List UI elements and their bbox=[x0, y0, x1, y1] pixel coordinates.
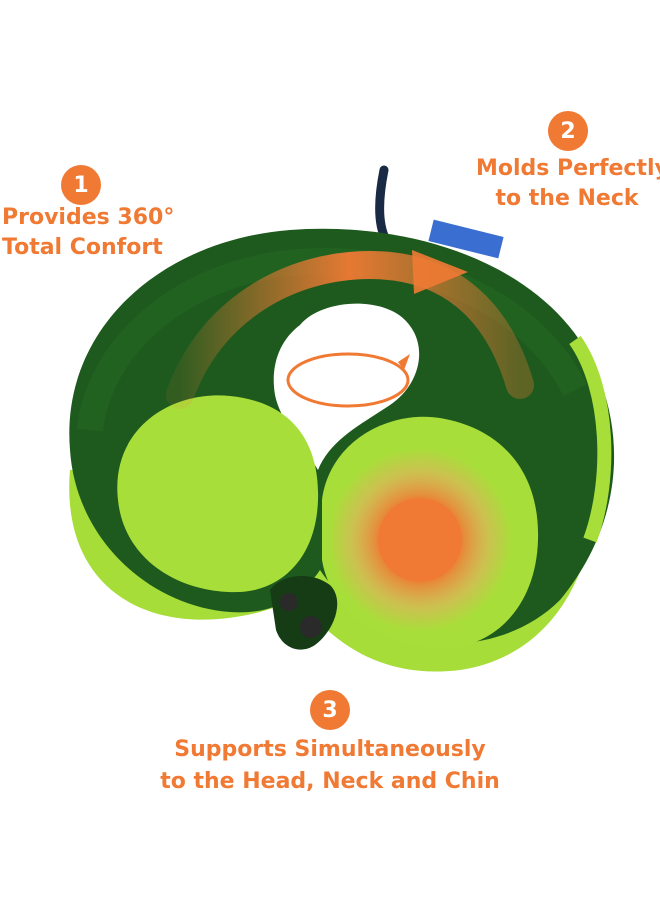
feature-3-line-1: Supports Simultaneously bbox=[174, 737, 486, 762]
label-tag bbox=[428, 219, 504, 259]
pillow-opening bbox=[273, 303, 420, 470]
feature-1-line-1: Provides 360° bbox=[2, 205, 175, 230]
snap-button-top bbox=[280, 593, 298, 611]
feature-3-line-2: to the Head, Neck and Chin bbox=[160, 769, 500, 794]
feature-2-badge: 2 bbox=[548, 111, 588, 151]
rotation-arrow bbox=[398, 354, 410, 370]
comfort-arc bbox=[166, 250, 534, 409]
feature-1-badge: 1 bbox=[61, 165, 101, 205]
rotation-ring bbox=[286, 352, 410, 408]
comfort-arc-arrow bbox=[412, 250, 468, 294]
feature-2-line-2: to the Neck bbox=[495, 186, 639, 211]
feature-3-badge: 3 bbox=[310, 690, 350, 730]
feature-2-label: Molds Perfectly to the Neck bbox=[476, 154, 660, 214]
feature-1-line-2: Total Confort bbox=[2, 235, 163, 260]
feature-3-label: Supports Simultaneously to the Head, Nec… bbox=[150, 734, 510, 798]
snap-button-bottom bbox=[300, 616, 322, 638]
feature-1-label: Provides 360° Total Confort bbox=[2, 203, 174, 263]
support-point bbox=[378, 498, 462, 582]
strap-loop bbox=[375, 165, 391, 245]
front-clasp bbox=[270, 575, 338, 650]
feature-2-line-1: Molds Perfectly bbox=[476, 156, 660, 181]
left-lobe bbox=[117, 395, 319, 593]
